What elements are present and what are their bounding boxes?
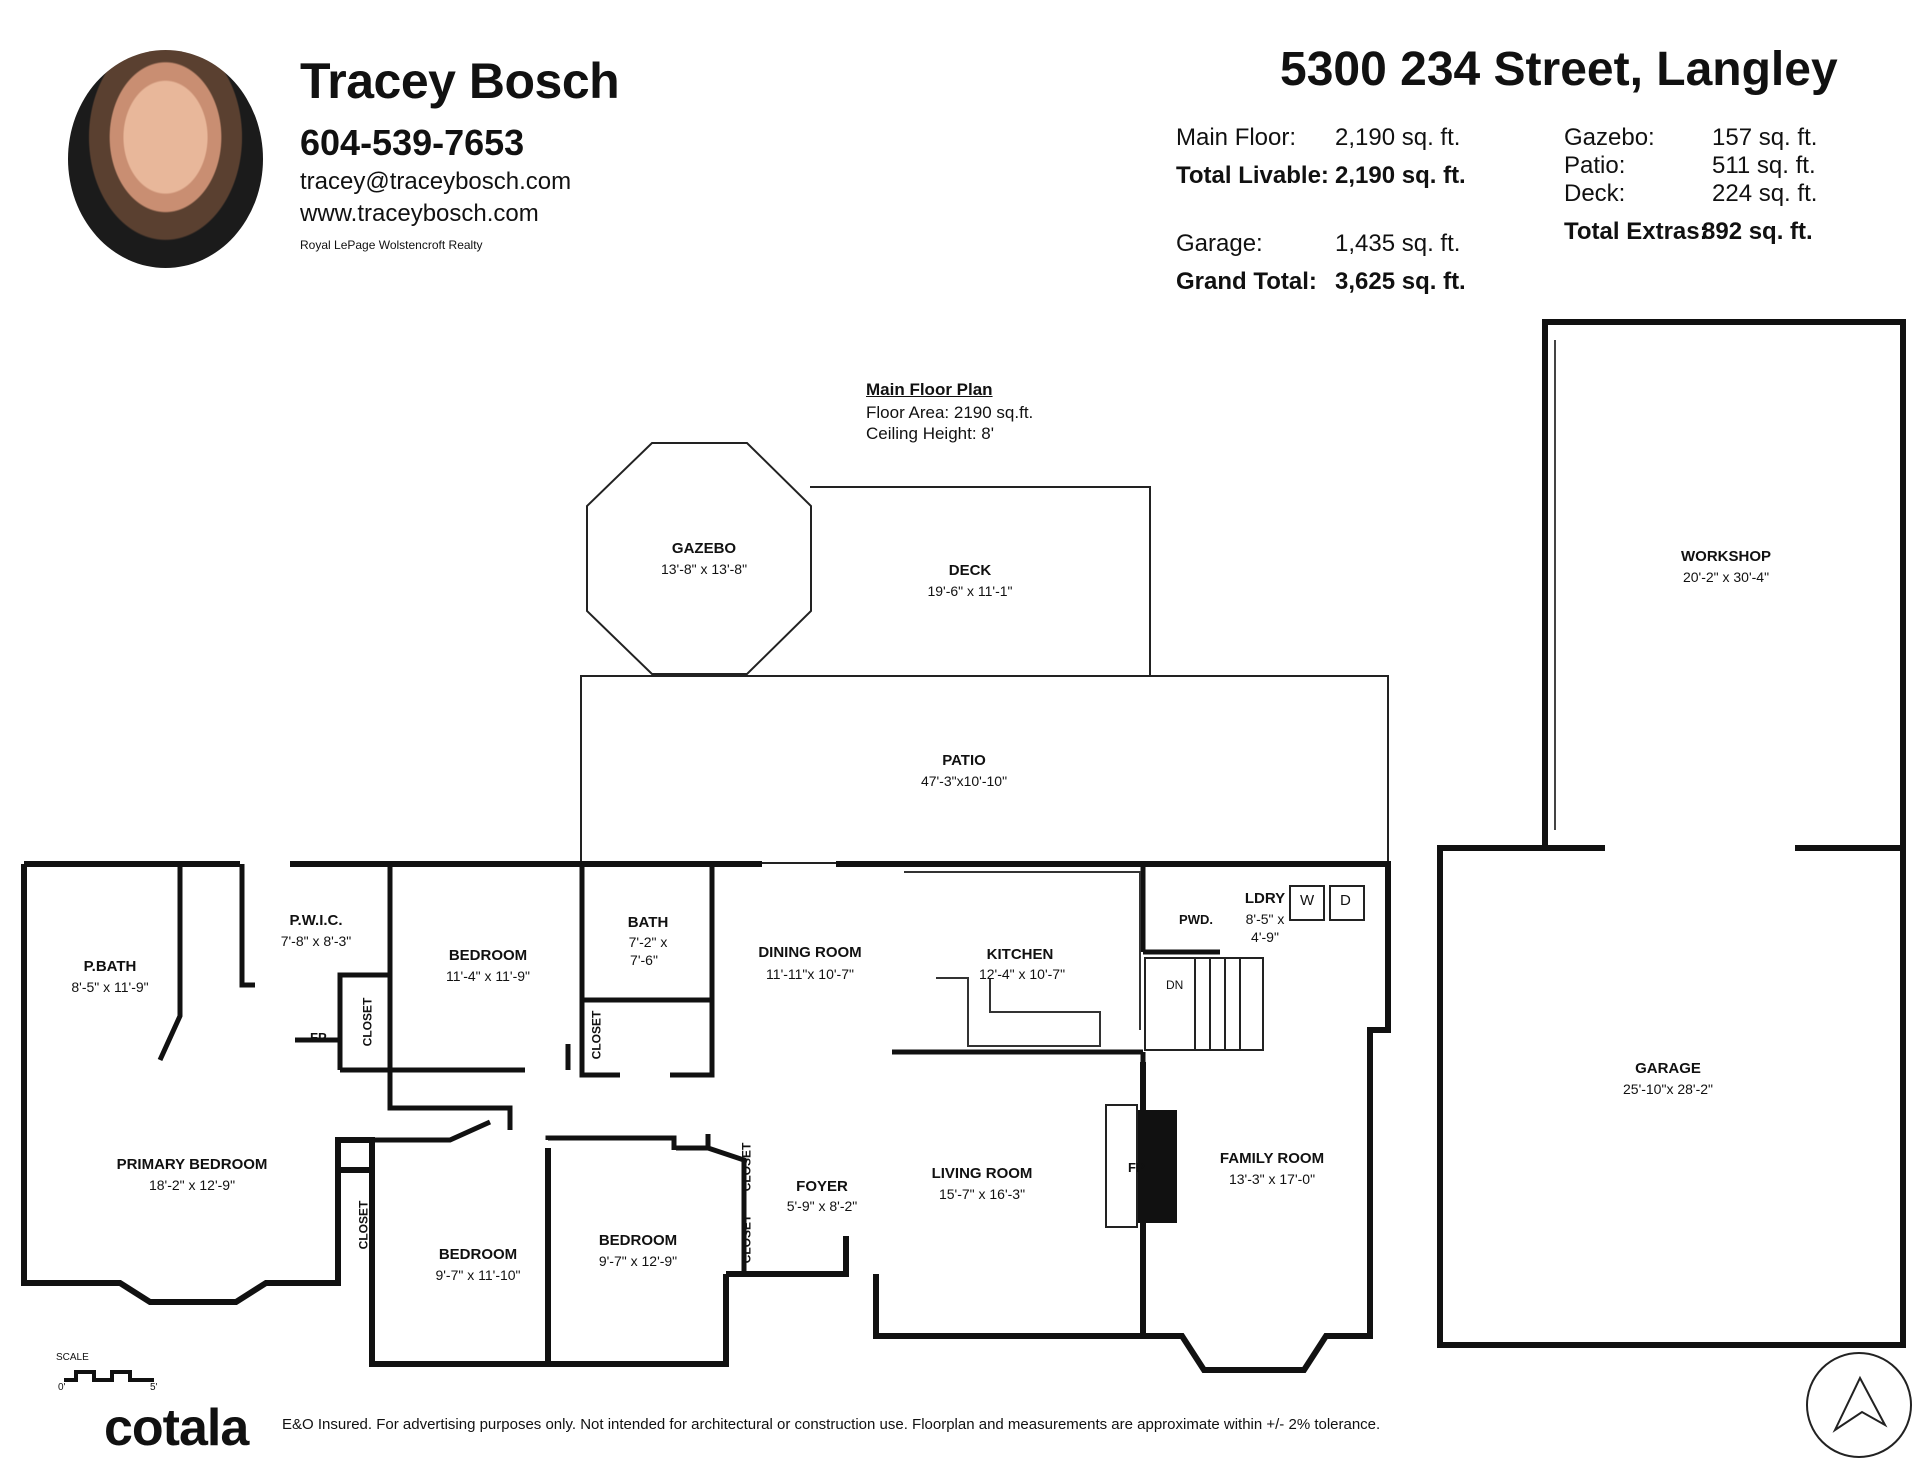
pbath-dim: 8'-5" x 11'-9": [71, 979, 149, 995]
agent-brokerage: Royal LePage Wolstencroft Realty: [300, 238, 483, 252]
bedroom1-dim: 11'-4" x 11'-9": [445, 968, 531, 984]
garage-walls: [1437, 319, 1906, 1348]
washer: [1289, 885, 1325, 921]
total-extras-value: 892 sq. ft.: [1702, 218, 1813, 245]
primary-bedroom-name: PRIMARY BEDROOM: [116, 1156, 268, 1173]
fp-label-living: FP: [1128, 1160, 1145, 1175]
ldry-dim1: 8'-5" x: [1245, 911, 1285, 927]
cotala-logo: cotala: [104, 1399, 249, 1457]
gazebo-dim: 13'-8" x 13'-8": [660, 561, 748, 577]
bedroom2-name: BEDROOM: [438, 1246, 518, 1263]
pwic-name: P.W.I.C.: [289, 912, 343, 929]
kitchen-island: [936, 977, 1101, 1047]
closet-label-bedroom2: CLOSET: [356, 1200, 371, 1250]
interior-walls: [157, 864, 1220, 1336]
closet-label-bedroom3: CLOSET: [739, 1142, 754, 1192]
dryer-label: D: [1340, 892, 1351, 909]
patio-name: PATIO: [942, 752, 986, 769]
scale-label: SCALE: [56, 1352, 89, 1363]
bath-dim2: 7'-6": [630, 952, 658, 968]
gazebo-area-value: 157 sq. ft.: [1712, 124, 1818, 151]
property-address: 5300 234 Street, Langley: [1280, 43, 1838, 96]
patio-area-label: Patio:: [1564, 152, 1626, 179]
workshop-name: WORKSHOP: [1681, 548, 1771, 565]
total-extras-label: Total Extras:: [1564, 218, 1708, 245]
pbath-name: P.BATH: [83, 958, 137, 975]
agent-email: tracey@traceybosch.com: [300, 168, 572, 195]
kitchen-dim: 12'-4" x 10'-7": [978, 966, 1066, 982]
patio-dim: 47'-3"x10'-10": [920, 773, 1008, 789]
family-dim: 13'-3" x 17'-0": [1228, 1171, 1316, 1187]
bedroom3-name: BEDROOM: [598, 1232, 678, 1249]
deck-dim: 19'-6" x 11'-1": [927, 583, 1013, 599]
total-livable-label: Total Livable:: [1176, 162, 1329, 189]
primary-bedroom-dim: 18'-2" x 12'-9": [148, 1177, 236, 1193]
agent-name: Tracey Bosch: [300, 53, 620, 109]
closet-label-foyer: CLOSET: [739, 1214, 754, 1264]
washer-label: W: [1300, 892, 1315, 909]
bath-dim1: 7'-2" x: [628, 934, 668, 950]
pwd-name: PWD.: [1179, 912, 1213, 927]
dining-dim: 11'-11"x 10'-7": [766, 966, 854, 982]
grand-total-label: Grand Total:: [1176, 268, 1317, 295]
fireplace-hearth: [1105, 1104, 1138, 1228]
family-name: FAMILY ROOM: [1219, 1150, 1325, 1167]
grand-total-value: 3,625 sq. ft.: [1335, 268, 1466, 295]
kitchen-counter: [904, 871, 1141, 1030]
closet-label-bath: CLOSET: [589, 1010, 604, 1060]
total-livable-value: 2,190 sq. ft.: [1335, 162, 1466, 189]
scale-end: 5': [150, 1382, 158, 1393]
dining-name: DINING ROOM: [758, 944, 862, 961]
deck-area-value: 224 sq. ft.: [1712, 180, 1818, 207]
foyer-dim: 5'-9" x 8'-2": [786, 1198, 858, 1214]
patio-outline: [580, 675, 1389, 864]
agent-photo: [68, 50, 263, 268]
deck-outline: [810, 486, 1151, 676]
main-floor-label: Main Floor:: [1176, 124, 1297, 151]
garage-area-value: 1,435 sq. ft.: [1335, 230, 1461, 257]
patio-area-value: 511 sq. ft.: [1712, 152, 1816, 179]
stairs-down-label: DN: [1166, 978, 1184, 992]
scale-start: 0': [58, 1382, 66, 1393]
agent-website: www.traceybosch.com: [300, 200, 539, 227]
kitchen-name: KITCHEN: [986, 946, 1054, 963]
gazebo-name: GAZEBO: [671, 540, 737, 557]
gazebo-area-label: Gazebo:: [1564, 124, 1655, 151]
bath-name: BATH: [627, 914, 669, 931]
workshop-dim: 20'-2" x 30'-4": [1682, 569, 1770, 585]
plan-title: Main Floor Plan: [866, 380, 993, 399]
disclaimer-text: E&O Insured. For advertising purposes on…: [282, 1416, 1381, 1433]
ldry-dim2: 4'-9": [1251, 929, 1279, 945]
agent-phone: 604-539-7653: [300, 122, 525, 163]
deck-name: DECK: [948, 562, 992, 579]
living-dim: 15'-7" x 16'-3": [938, 1186, 1026, 1202]
house-walls: [21, 861, 1391, 1373]
garage-name: GARAGE: [1635, 1060, 1701, 1077]
bedroom3-dim: 9'-7" x 12'-9": [598, 1253, 678, 1269]
living-name: LIVING ROOM: [931, 1165, 1033, 1182]
plan-floor-area: Floor Area: 2190 sq.ft.: [866, 403, 1034, 422]
fp-label-primary: FP: [310, 1030, 327, 1045]
pwic-dim: 7'-8" x 8'-3": [280, 933, 352, 949]
compass: [1806, 1352, 1912, 1458]
deck-area-label: Deck:: [1564, 180, 1626, 207]
bedroom2-dim: 9'-7" x 11'-10": [435, 1267, 521, 1283]
fireplace-block: [1137, 1110, 1177, 1223]
scale-bar: [64, 1370, 154, 1382]
dryer: [1329, 885, 1365, 921]
closet-label-pwic: CLOSET: [360, 997, 375, 1047]
stairs: [1144, 957, 1264, 1051]
garage-dim: 25'-10"x 28'-2": [1622, 1081, 1714, 1097]
plan-ceiling-height: Ceiling Height: 8': [866, 424, 994, 443]
bedroom1-name: BEDROOM: [448, 947, 528, 964]
ldry-name: LDRY: [1244, 890, 1286, 907]
foyer-name: FOYER: [796, 1178, 848, 1195]
main-floor-value: 2,190 sq. ft.: [1335, 124, 1461, 151]
gazebo-outline: [586, 442, 812, 675]
garage-area-label: Garage:: [1176, 230, 1263, 257]
